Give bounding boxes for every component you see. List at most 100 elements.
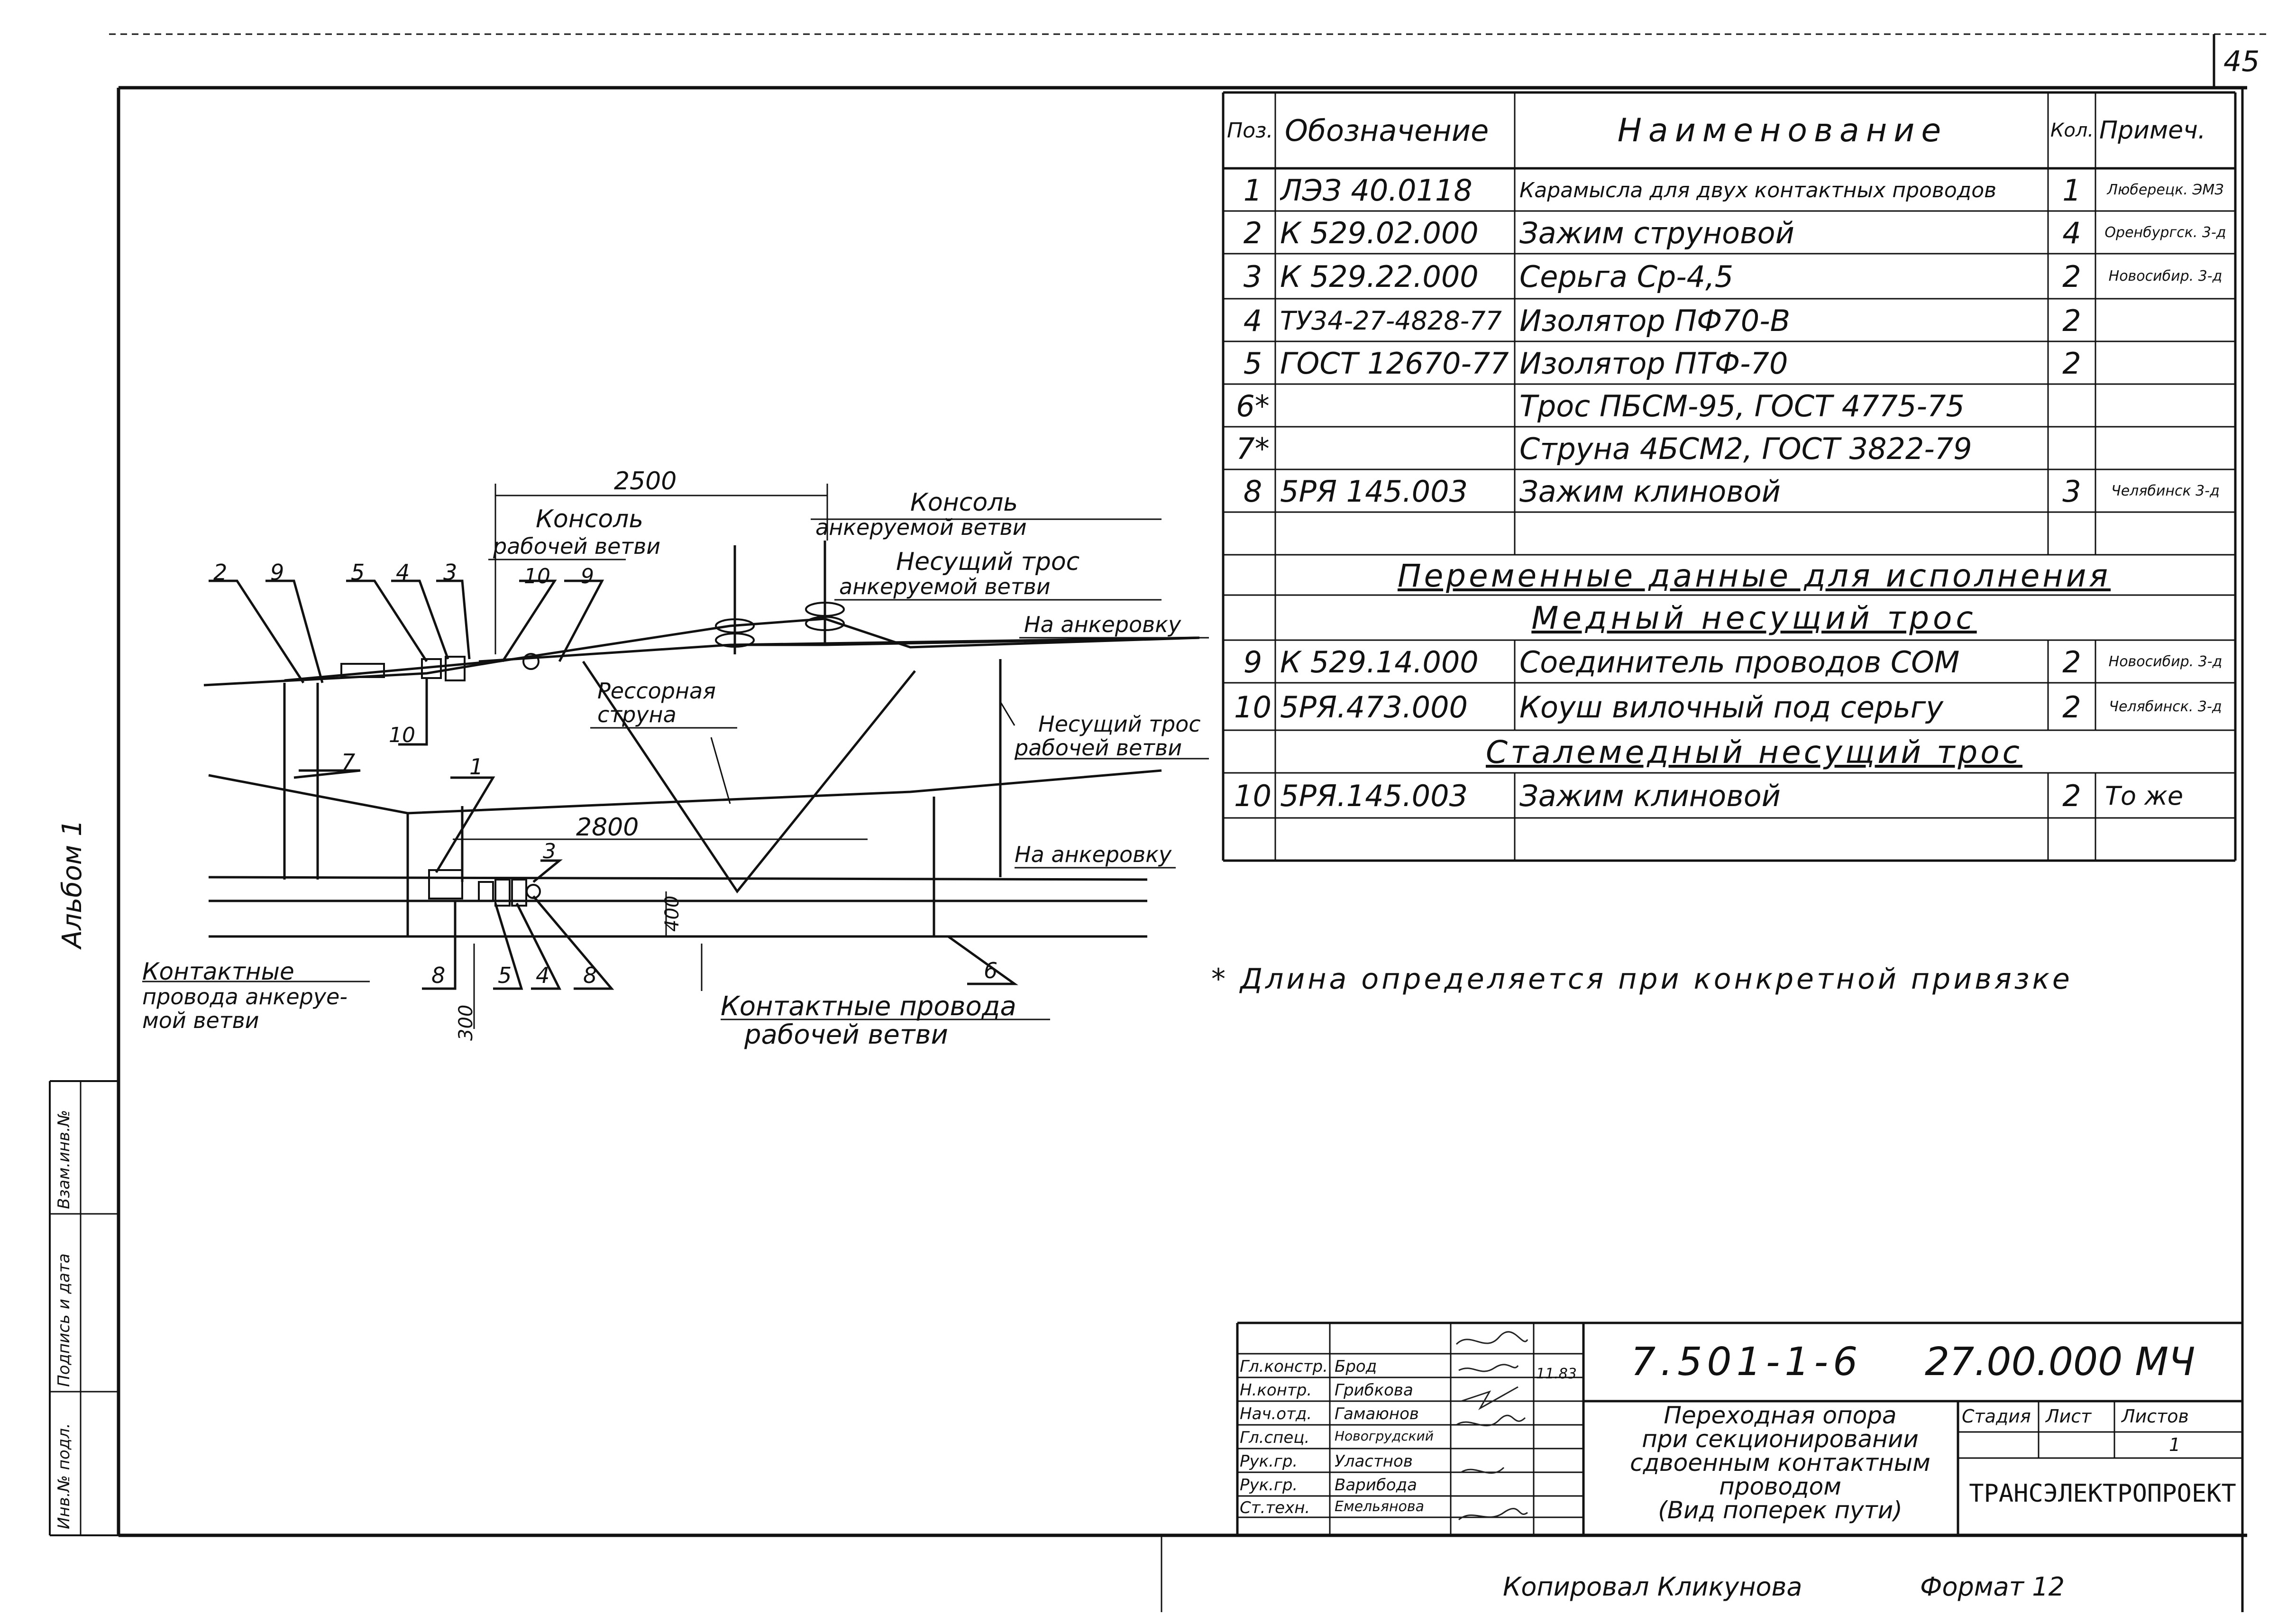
section-copper-carrier: Медный несущий трос bbox=[1531, 599, 1977, 636]
row-qty: 2 bbox=[2062, 689, 2081, 725]
row-qty: 3 bbox=[2062, 474, 2081, 509]
row-qty: 1 bbox=[2062, 173, 2081, 208]
row-note: Новосибир. 3-д bbox=[2108, 653, 2223, 670]
header-qty: Кол. bbox=[2050, 119, 2093, 141]
callout-7: 7 bbox=[341, 749, 356, 775]
header-designation: Обозначение bbox=[1285, 113, 1489, 148]
row-pos: 1 bbox=[1243, 173, 1262, 208]
row-note bbox=[2098, 386, 2233, 425]
row-note bbox=[2098, 429, 2233, 468]
callout-1: 1 bbox=[469, 754, 484, 780]
side-label-inv-no: Инв.№ подл. bbox=[55, 1423, 73, 1529]
dim-400: 400 bbox=[661, 895, 683, 932]
role: Ст.техн. bbox=[1240, 1498, 1310, 1517]
label-console-work-2: рабочей ветви bbox=[493, 533, 661, 559]
row-designation bbox=[1280, 429, 1512, 468]
row-designation: К 529.02.000 bbox=[1280, 215, 1479, 250]
label-contact-anchor-2: провода анкеруе- bbox=[142, 984, 348, 1009]
callout-8-bottom-right: 8 bbox=[583, 963, 597, 988]
label-to-anchor-bottom: На анкеровку bbox=[1015, 842, 1172, 867]
row-note: Люберецк. ЭМЗ bbox=[2107, 182, 2224, 198]
label-console-anchor-1: Консоль bbox=[910, 488, 1018, 517]
callout-2: 2 bbox=[213, 560, 228, 585]
sheet-label: Лист bbox=[2046, 1406, 2092, 1427]
row-note: Новосибир. 3-д bbox=[2108, 268, 2223, 284]
label-contact-anchor-1: Контактные bbox=[142, 958, 294, 985]
row-qty: 2 bbox=[2062, 346, 2081, 381]
callout-8-bottom: 8 bbox=[431, 963, 446, 988]
row-name: Серьга Ср-4,5 bbox=[1519, 259, 1734, 294]
row-note: Челябинск. 3-д bbox=[2109, 698, 2222, 715]
dim-2800: 2800 bbox=[576, 813, 639, 842]
label-carrier-work-2: рабочей ветви bbox=[1015, 735, 1182, 761]
title-line: при секционировании bbox=[1642, 1425, 1919, 1453]
row-name: Трос ПБСМ-95, ГОСТ 4775-75 bbox=[1519, 388, 1965, 423]
person-name: Емельянова bbox=[1335, 1498, 1424, 1515]
label-contact-anchor-3: мой ветви bbox=[142, 1008, 259, 1033]
callout-3: 3 bbox=[443, 560, 457, 585]
paper-format: Формат 12 bbox=[1920, 1572, 2065, 1602]
person-name: Варибода bbox=[1335, 1476, 1417, 1495]
row-pos: 3 bbox=[1243, 259, 1262, 294]
callout-4-bottom: 4 bbox=[536, 963, 550, 988]
signature-marks bbox=[1455, 1331, 1528, 1521]
row-designation: 5РЯ.473.000 bbox=[1280, 689, 1468, 725]
callout-4: 4 bbox=[396, 560, 410, 585]
header-name: Наименование bbox=[1617, 111, 1948, 149]
row-designation: К 529.14.000 bbox=[1280, 644, 1479, 679]
person-name: Новогрудский bbox=[1335, 1428, 1434, 1444]
role: Нач.отд. bbox=[1240, 1404, 1312, 1423]
person-name: Грибкова bbox=[1335, 1381, 1413, 1400]
sheet-code: 27.00.000 МЧ bbox=[1925, 1340, 2195, 1385]
row-designation bbox=[1280, 386, 1512, 425]
row-note bbox=[2098, 344, 2233, 383]
row-qty bbox=[2050, 386, 2093, 425]
copied-by: Копировал Кликунова bbox=[1503, 1572, 1802, 1602]
stage-label: Стадия bbox=[1962, 1406, 2031, 1427]
row-qty: 2 bbox=[2062, 259, 2081, 294]
label-spring-string-1: Рессорная bbox=[597, 678, 716, 704]
row-name: Карамысла для двух контактных проводов bbox=[1519, 178, 1997, 202]
callout-10: 10 bbox=[524, 564, 550, 588]
row-qty: 2 bbox=[2062, 644, 2081, 679]
row-designation: 5РЯ 145.003 bbox=[1280, 474, 1468, 509]
sheets-value: 1 bbox=[2169, 1434, 2181, 1455]
callout-9-right: 9 bbox=[581, 564, 594, 588]
label-carrier-anchor-2: анкеруемой ветви bbox=[839, 574, 1051, 599]
dim-2500: 2500 bbox=[614, 467, 677, 495]
title-line: Переходная опора bbox=[1664, 1402, 1897, 1429]
row-designation: ЛЭЗ 40.0118 bbox=[1280, 173, 1473, 208]
row-name: Соединитель проводов СОМ bbox=[1519, 644, 1960, 679]
row-pos: 6* bbox=[1236, 388, 1270, 423]
title-line: сдвоенным контактным bbox=[1630, 1449, 1930, 1477]
side-label-signature: Подпись и дата bbox=[55, 1253, 73, 1387]
row-pos: 10 bbox=[1234, 778, 1271, 813]
row-pos: 10 bbox=[1234, 689, 1271, 725]
row-pos: 7* bbox=[1236, 431, 1270, 466]
row-qty: 2 bbox=[2062, 778, 2081, 813]
row-note: Оренбургск. 3-д bbox=[2104, 224, 2226, 241]
label-spring-string-2: струна bbox=[597, 702, 677, 727]
person-name: Брод bbox=[1335, 1357, 1377, 1376]
row-qty: 4 bbox=[2062, 215, 2081, 250]
callout-10-low: 10 bbox=[389, 723, 415, 747]
callout-3-low: 3 bbox=[543, 839, 556, 863]
role: Рук.гр. bbox=[1240, 1452, 1298, 1471]
label-carrier-anchor-1: Несущий трос bbox=[896, 548, 1080, 576]
dim-300: 300 bbox=[455, 1004, 477, 1041]
label-contact-work-2: рабочей ветви bbox=[744, 1019, 948, 1050]
row-designation: 5РЯ.145.003 bbox=[1280, 778, 1468, 813]
row-qty bbox=[2050, 429, 2093, 468]
drawing-title: Переходная опора при секционировании сдв… bbox=[1600, 1404, 1960, 1522]
row-note: Челябинск 3-д bbox=[2111, 483, 2220, 499]
album-label: Альбом 1 bbox=[57, 819, 88, 948]
label-console-work-1: Консоль bbox=[536, 505, 644, 533]
label-contact-work-1: Контактные провода bbox=[721, 991, 1016, 1022]
doc-code: 7.501-1-6 bbox=[1631, 1340, 1863, 1385]
callout-5-bottom: 5 bbox=[498, 963, 512, 988]
section-variable-data: Переменные данные для исполнения bbox=[1397, 557, 2111, 594]
person-name: Уластнов bbox=[1335, 1452, 1413, 1471]
person-name: Гамаюнов bbox=[1335, 1404, 1419, 1423]
title-line: проводом bbox=[1719, 1473, 1841, 1500]
